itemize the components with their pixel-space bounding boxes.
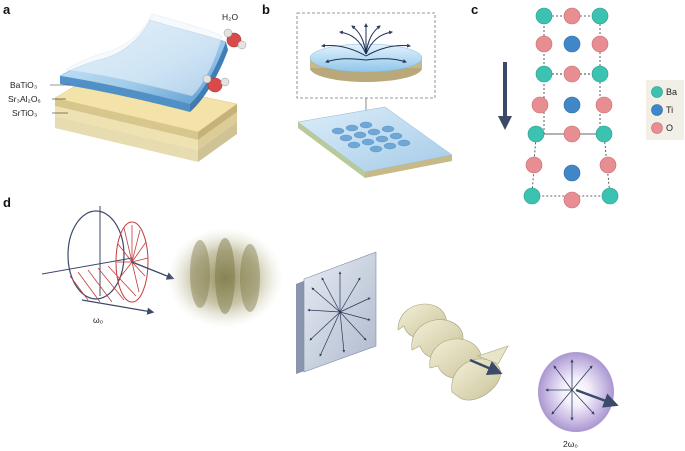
water-molecule-top (224, 29, 246, 49)
polarization-arrow (498, 62, 512, 130)
two-omega0-label: 2ω₀ (563, 439, 578, 449)
legend-ba-label: Ba (666, 87, 677, 97)
metasurface-plate (296, 252, 376, 374)
srtio3-label: SrTiO₃ (12, 108, 37, 118)
legend-o-label: O (666, 123, 673, 133)
zoomed-disc (310, 24, 422, 82)
atom-legend: Ba Ti O (646, 80, 684, 140)
sr3al2o6-label: Sr₃Al₂O₆ (8, 94, 41, 104)
legend-ti-swatch (652, 105, 663, 116)
h2o-label: H₂O (222, 12, 238, 22)
vector-beam-diagram: ω₀ (42, 206, 172, 325)
panel-a-letter: a (3, 2, 11, 17)
panel-b-letter: b (262, 2, 270, 17)
blurred-beam (167, 228, 283, 328)
legend-ba-swatch (652, 87, 663, 98)
panel-d-letter: d (3, 195, 11, 210)
helical-wave (398, 304, 508, 400)
panel-b: b (262, 2, 452, 178)
second-harmonic-spot (538, 352, 614, 432)
legend-o-swatch (652, 123, 663, 134)
atoms (524, 8, 618, 208)
panel-c-letter: c (471, 2, 478, 17)
panel-c: c (471, 2, 684, 208)
panel-a: a BaTiO₃ Sr₃Al₂O₆ SrTiO₃ (3, 2, 246, 162)
nanodot-plate (298, 107, 452, 178)
batio3-label: BaTiO₃ (10, 80, 37, 90)
omega0-label: ω₀ (93, 315, 104, 325)
legend-ti-label: Ti (666, 105, 673, 115)
panel-d: d (3, 195, 614, 449)
